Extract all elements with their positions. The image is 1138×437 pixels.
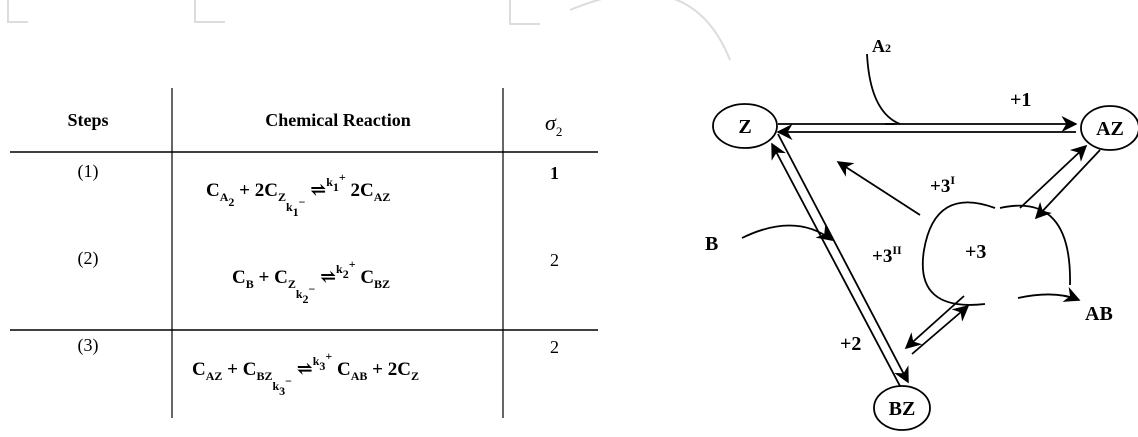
node-bz — [873, 385, 931, 431]
arrow-to-z-inner — [836, 161, 921, 216]
label-a2: A2 — [872, 36, 891, 56]
reaction-table: Steps Chemical Reaction σ2 (1) (2) (3) 1… — [10, 88, 598, 418]
header-steps: Steps — [67, 110, 108, 130]
arrow-bz-to-z — [771, 142, 901, 387]
arrow-a2-input — [866, 53, 901, 125]
sigma-2: 2 — [550, 250, 559, 270]
label-node-z: Z — [738, 116, 751, 138]
mechanism-diagram — [712, 53, 1138, 431]
sigma-3: 2 — [550, 337, 559, 357]
cycle-arc-left — [921, 201, 996, 306]
cycle-arc-right — [999, 204, 1071, 286]
arrow-az-down — [1034, 149, 1101, 220]
equation-1: CA2 + 2CZk1− ⇌k1+ 2CAZ — [206, 170, 390, 219]
equation-text: CA2 + 2CZk1− ⇌k1+ 2CAZ — [206, 170, 390, 219]
step-3: (3) — [78, 335, 99, 356]
equation-text: CAZ + CBZk3− ⇌k3+ CAB + 2CZ — [192, 349, 419, 398]
label-plus1: +1 — [1010, 89, 1031, 111]
label-node-bz: BZ — [889, 398, 916, 420]
label-ab: AB — [1085, 303, 1113, 325]
equation-2: CB + CZk2− ⇌k2+ CBZ — [232, 257, 390, 306]
label-plus3: +3 — [965, 241, 986, 263]
diagram-labels: Z AZ BZ A2 B AB +1 +2 +3 +3I +3II — [705, 36, 1124, 420]
arrow-z-to-bz — [777, 133, 909, 384]
label-node-az: AZ — [1096, 118, 1124, 140]
node-az — [1080, 105, 1138, 151]
label-b: B — [705, 233, 718, 255]
step-2: (2) — [78, 248, 99, 269]
equation-3: CAZ + CBZk3− ⇌k3+ CAB + 2CZ — [192, 349, 419, 398]
arrow-ab-output — [1017, 286, 1081, 302]
header-sigma: σ2 — [545, 110, 562, 139]
arrow-az-up — [1019, 144, 1088, 209]
header-reaction: Chemical Reaction — [265, 110, 410, 130]
arrow-b-input — [741, 224, 834, 241]
arrow-bz-up — [911, 304, 970, 355]
label-plus3-i: +3I — [930, 173, 955, 197]
label-plus3-ii: +3II — [872, 243, 902, 267]
equation-text: CB + CZk2− ⇌k2+ CBZ — [232, 257, 390, 306]
arrow-cycle-down — [904, 295, 965, 350]
watermark — [7, 0, 731, 61]
label-plus2: +2 — [840, 333, 861, 355]
step-1: (1) — [78, 161, 99, 182]
sigma-1: 1 — [550, 163, 559, 183]
